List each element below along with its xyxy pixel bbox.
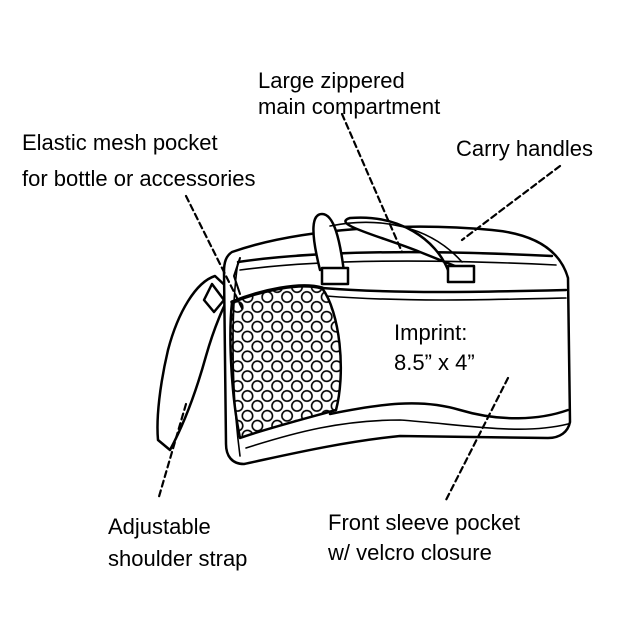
mesh-pocket-elastic [230,284,324,304]
handle-tab-right [446,264,476,284]
callout-labels: Large zippered main compartment Elastic … [22,68,593,571]
label-strap-1: Adjustable [108,514,211,539]
front-sleeve-bottom [328,402,570,420]
label-main-compartment-1: Large zippered [258,68,405,93]
carry-handle-left [312,212,346,274]
label-mesh-pocket-2: for bottle or accessories [22,166,256,191]
handle-tab-left [320,266,350,286]
zipper-track [239,260,557,271]
leader-carry-handles [460,164,562,242]
front-sleeve-top [320,286,568,294]
leader-shoulder-strap [156,402,188,502]
label-carry-handles: Carry handles [456,136,593,161]
label-imprint-1: Imprint: [394,320,467,345]
shoulder-strap [156,274,234,452]
carry-handle-right [344,216,472,274]
label-mesh-pocket-1: Elastic mesh pocket [22,130,218,155]
label-front-sleeve-2: w/ velcro closure [327,540,492,565]
leader-front-sleeve [444,376,510,502]
duffel-bag-illustration [156,212,572,466]
front-sleeve-top-inner [325,295,567,301]
label-strap-2: shoulder strap [108,546,247,571]
label-imprint-2: 8.5” x 4” [394,350,475,375]
strap-buckle [202,282,226,314]
carry-handle-band [329,221,463,263]
leader-main-compartment [340,112,404,254]
label-main-compartment-2: main compartment [258,94,440,119]
leader-lines [156,112,562,502]
front-sleeve-bottom-inner [245,419,569,449]
leader-mesh-pocket [184,194,246,314]
zipper-line [236,250,554,264]
end-panel-seam [232,261,241,457]
zipper-pull [233,257,241,295]
label-front-sleeve-1: Front sleeve pocket [328,510,520,535]
